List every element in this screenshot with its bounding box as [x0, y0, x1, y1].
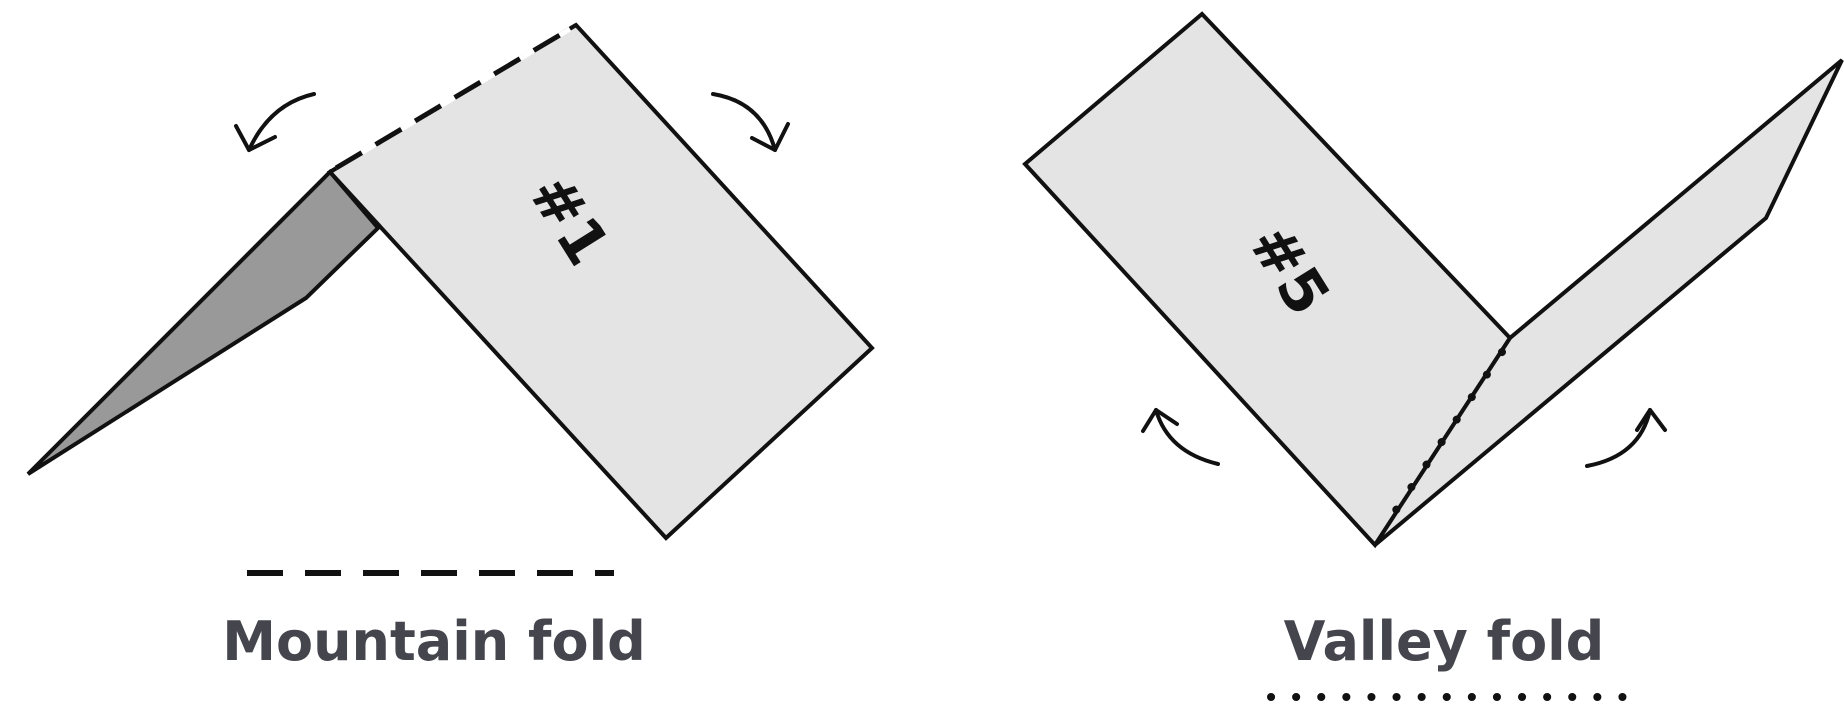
mountain-arrow-left-icon — [234, 92, 316, 152]
valley-arrow-left-icon — [1141, 408, 1220, 466]
valley-fold-illustration: #5 — [1022, 11, 1844, 549]
valley-arrow-right-icon — [1585, 408, 1667, 468]
mountain-fold-crease — [334, 26, 572, 171]
mountain-fold-illustration: #1 — [26, 22, 875, 541]
valley-fold-crease — [1380, 348, 1506, 532]
valley-fold-caption: Valley fold — [1284, 610, 1605, 673]
mountain-back-flap — [26, 169, 381, 476]
valley-right-flap — [1373, 58, 1844, 547]
mountain-arrow-right-icon — [711, 92, 790, 152]
mountain-front-panel — [326, 22, 875, 541]
mountain-fold-caption: Mountain fold — [222, 610, 645, 673]
